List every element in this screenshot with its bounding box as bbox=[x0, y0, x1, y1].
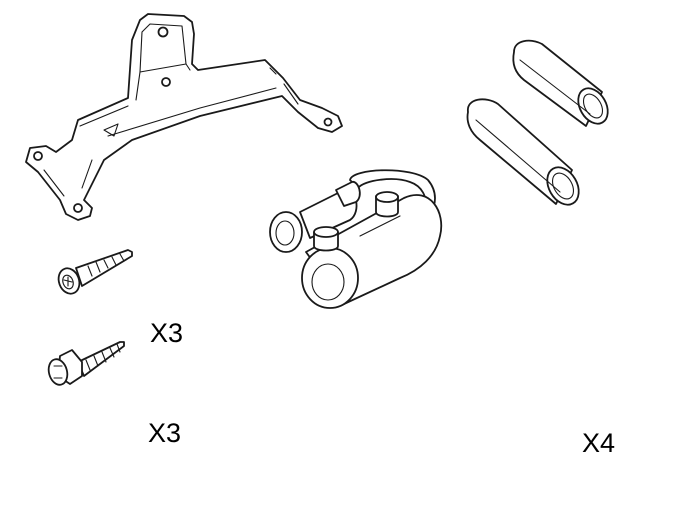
hose-lower bbox=[466, 98, 580, 206]
flange-bolt bbox=[47, 341, 125, 386]
hose-upper bbox=[512, 39, 609, 127]
self-tapping-screw bbox=[57, 249, 133, 295]
clamp-quantity-label: X4 bbox=[582, 428, 616, 458]
bolt-quantity-label: X3 bbox=[150, 318, 184, 348]
mounting-bracket bbox=[25, 13, 343, 221]
washer-quantity-label: X3 bbox=[148, 418, 182, 448]
heater-unit bbox=[269, 169, 443, 309]
